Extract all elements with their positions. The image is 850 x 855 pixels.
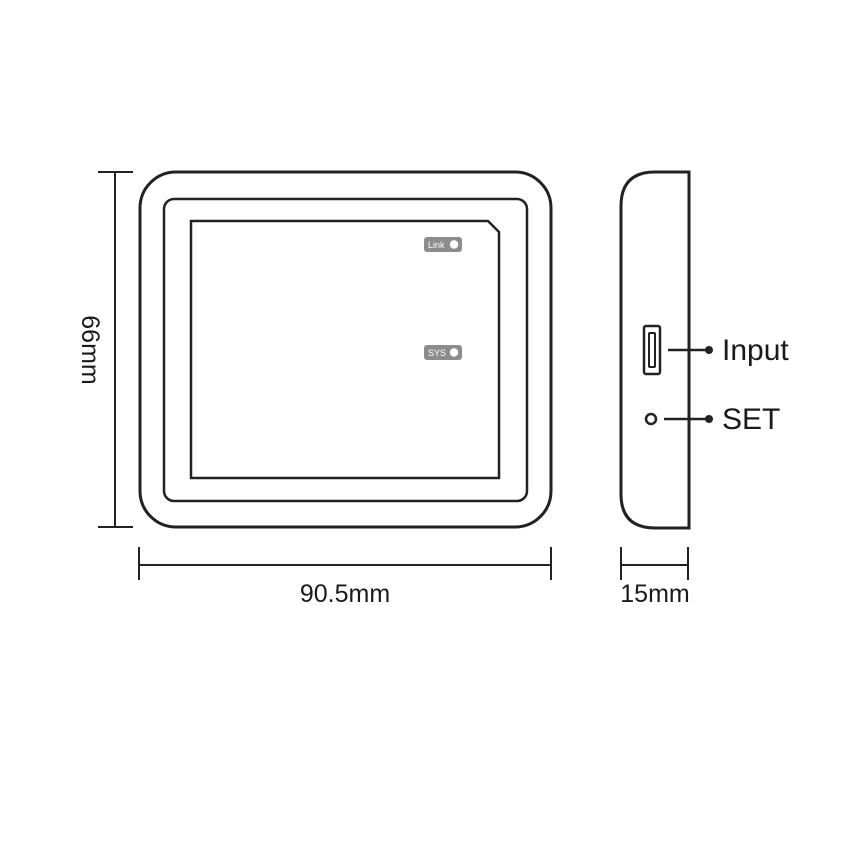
link-led-icon: [449, 240, 459, 249]
depth-label: 15mm: [620, 580, 689, 608]
side-view: Input SET: [619, 170, 789, 530]
usb-port-outer: [642, 324, 662, 376]
device-outer-shell: [138, 170, 553, 529]
input-label: Input: [722, 334, 789, 367]
usb-port: [642, 324, 662, 376]
device-bezel: [162, 197, 529, 503]
device-panel: [189, 219, 501, 480]
input-callout: Input: [668, 334, 789, 367]
front-view: Link SYS: [138, 170, 553, 529]
height-dimension: 66mm: [76, 171, 133, 528]
set-label: SET: [722, 403, 780, 436]
link-indicator: Link: [424, 237, 462, 252]
sys-label: SYS: [428, 348, 446, 358]
sys-led-icon: [449, 348, 459, 357]
input-leader-dot: [705, 346, 713, 354]
sys-indicator: SYS: [424, 345, 462, 360]
depth-dimension: 15mm: [620, 547, 690, 608]
height-label: 66mm: [76, 315, 104, 384]
device-side-profile: [619, 170, 691, 530]
set-callout: SET: [664, 403, 780, 436]
set-button-hole: [644, 412, 658, 426]
usb-port-inner: [648, 332, 656, 368]
width-dimension: 90.5mm: [138, 547, 552, 608]
link-label: Link: [428, 240, 445, 250]
set-leader-dot: [705, 415, 713, 423]
width-label: 90.5mm: [300, 580, 390, 608]
